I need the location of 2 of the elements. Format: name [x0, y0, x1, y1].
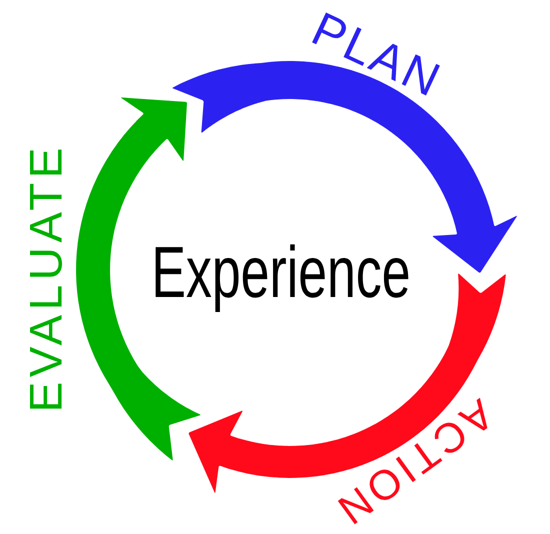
center-label: Experience	[156, 244, 408, 312]
arrow-label: EVALUATE	[30, 150, 62, 409]
